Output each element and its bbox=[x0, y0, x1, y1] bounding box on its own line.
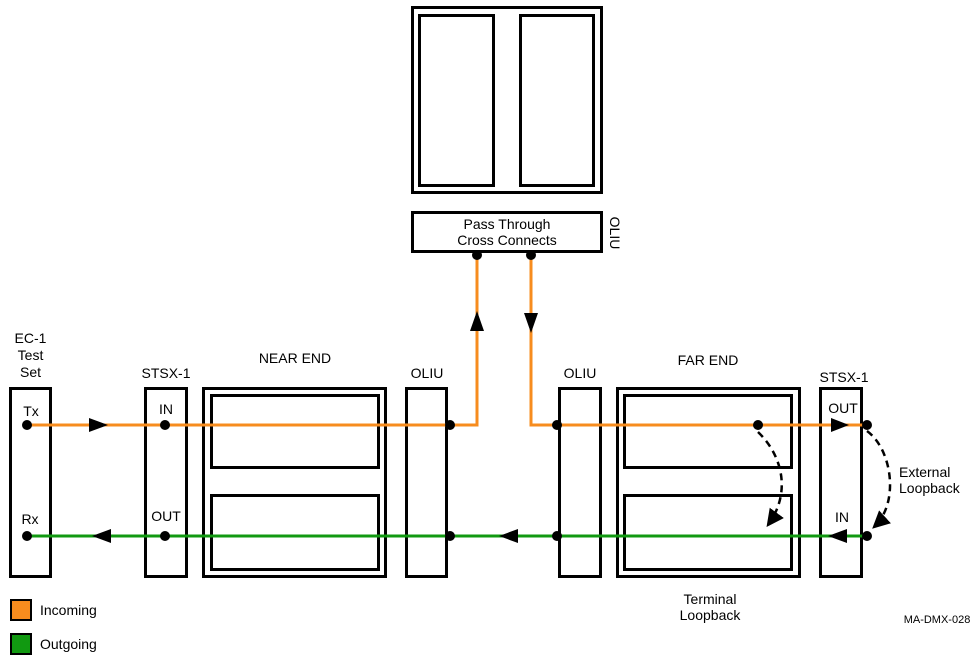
legend-incoming-label: Incoming bbox=[40, 602, 97, 618]
far-end-label: FAR END bbox=[677, 352, 739, 368]
cross-connect-label-line2: Cross Connects bbox=[457, 232, 557, 248]
terminal-loopback-label: Terminal Loopback bbox=[649, 591, 771, 623]
legend-outgoing-label: Outgoing bbox=[40, 636, 97, 652]
in-label-near: IN bbox=[159, 401, 173, 417]
external-loopback-label: External Loopback bbox=[899, 464, 960, 496]
in-label-far: IN bbox=[835, 509, 849, 525]
arrowhead-rx-left bbox=[92, 529, 111, 543]
out-label-near: OUT bbox=[151, 508, 181, 524]
external-loopback-label-line1: External bbox=[899, 464, 951, 480]
oliu-near-box bbox=[405, 387, 448, 578]
oliu-near-label: OLIU bbox=[410, 365, 444, 381]
stsx1-near-label: STSX-1 bbox=[141, 365, 191, 381]
cross-connect-label-line1: Pass Through bbox=[463, 216, 551, 232]
far-end-slot-top bbox=[623, 394, 793, 469]
rx-label: Rx bbox=[21, 511, 39, 527]
external-loopback-arc bbox=[866, 429, 892, 529]
stsx1-far-label: STSX-1 bbox=[819, 369, 869, 385]
test-set-label-line2: Test bbox=[17, 347, 44, 363]
oliu-far-label: OLIU bbox=[563, 365, 597, 381]
oliu-far-box bbox=[558, 387, 602, 578]
terminal-loopback-label-line2: Loopback bbox=[679, 607, 741, 623]
external-loopback-label-line2: Loopback bbox=[899, 480, 960, 496]
figure-code-label: MA-DMX-028 bbox=[903, 614, 971, 626]
terminal-loopback-label-line1: Terminal bbox=[683, 591, 737, 607]
shelf-slot-left bbox=[418, 14, 495, 187]
shelf-slot-right bbox=[519, 14, 595, 187]
legend-incoming-swatch bbox=[10, 599, 32, 621]
arrowhead-up-to-crossconnect bbox=[470, 311, 484, 331]
arrowhead-tx-right bbox=[89, 418, 108, 432]
near-end-slot-bottom bbox=[210, 494, 380, 571]
legend-outgoing-swatch bbox=[10, 633, 32, 655]
far-end-slot-bottom bbox=[623, 494, 793, 571]
test-set-label-line1: EC-1 bbox=[14, 330, 47, 346]
out-label-far: OUT bbox=[828, 400, 858, 416]
shelf-box bbox=[411, 6, 603, 194]
shelf-oliu-label: OLIU bbox=[607, 216, 623, 250]
test-set-label: EC-1 Test Set bbox=[9, 330, 52, 381]
junction-dot-far-in bbox=[862, 531, 872, 541]
tx-label: Tx bbox=[23, 403, 39, 419]
cross-connect-box bbox=[411, 211, 603, 253]
near-end-label: NEAR END bbox=[258, 350, 332, 366]
test-set-label-line3: Set bbox=[19, 364, 41, 380]
arrowhead-down-from-crossconnect bbox=[524, 313, 538, 333]
cross-connect-label: Pass Through Cross Connects bbox=[411, 211, 603, 253]
arrowhead-outgoing-mid-left bbox=[499, 529, 518, 543]
near-end-slot-top bbox=[210, 394, 380, 469]
junction-dot-far-out bbox=[862, 420, 872, 430]
